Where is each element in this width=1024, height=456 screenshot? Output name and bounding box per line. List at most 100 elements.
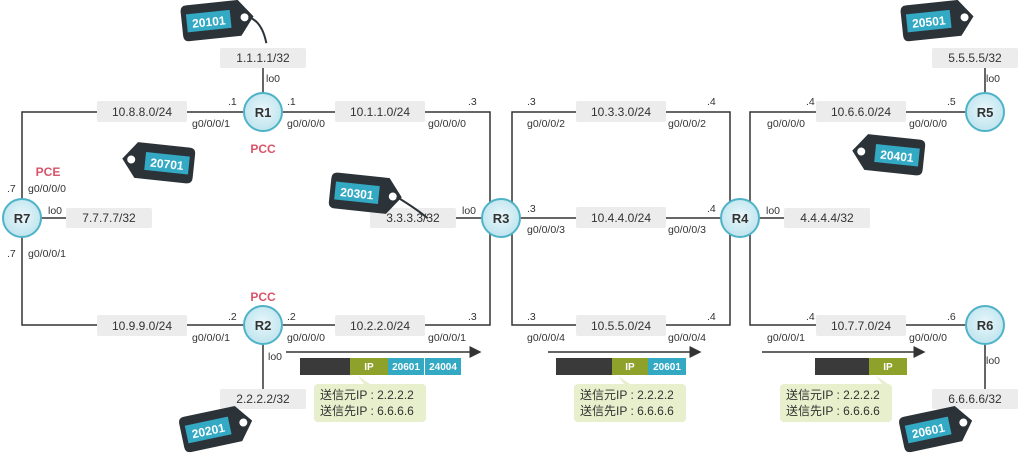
if-r3-mid: g0/0/0/3 [527, 224, 565, 236]
packet-3-ip: IP [883, 362, 893, 373]
packet-2-ip: IP [625, 362, 635, 373]
lo0-r6: lo0 [986, 355, 1000, 367]
if-r4-bottom-left: g0/0/0/4 [668, 332, 706, 344]
sid-tag-r2: 20201 [179, 405, 253, 453]
router-r3: R3 [481, 198, 521, 238]
host-r3-top-left: .3 [468, 96, 477, 108]
router-r2-name: R2 [255, 318, 272, 333]
loopback-r5: 5.5.5.5/32 [948, 51, 1002, 65]
role-r7: PCE [36, 165, 61, 179]
link-r2-r3 [263, 218, 491, 326]
host-r2-left: .2 [228, 311, 237, 323]
router-r6-name: R6 [977, 318, 994, 333]
router-r7-name: R7 [14, 211, 31, 226]
host-r2-right: .2 [287, 311, 296, 323]
note-2: 送信元IP : 2.2.2.2 送信先IP : 6.6.6.6 [574, 376, 686, 422]
role-labels: PCC PCC PCE [36, 142, 276, 304]
router-r2: R2 [243, 305, 283, 345]
router-r3-name: R3 [493, 211, 510, 226]
if-r7-top: g0/0/0/0 [28, 183, 66, 195]
host-r7-top: .7 [7, 183, 16, 195]
router-r4-name: R4 [732, 211, 749, 226]
router-r7: R7 [2, 198, 42, 238]
sid-r2: 20201 [191, 421, 227, 442]
router-r6: R6 [965, 305, 1005, 345]
note-1: 送信元IP : 2.2.2.2 送信先IP : 6.6.6.6 [314, 376, 426, 422]
lo0-r4: lo0 [766, 205, 780, 217]
loopback-r7: 7.7.7.7/32 [82, 211, 136, 225]
host-r4-bottom-left: .4 [707, 311, 716, 323]
if-r4-bottom-right: g0/0/0/1 [767, 332, 805, 344]
packet-1-label-1: 24004 [429, 362, 457, 373]
sid-tag-r4: 20401 [852, 134, 926, 176]
note-3-src: 送信元IP : 2.2.2.2 [786, 387, 880, 402]
lo0-r5: lo0 [986, 73, 1000, 85]
router-r5: R5 [965, 92, 1005, 132]
host-r6: .6 [947, 311, 956, 323]
packet-1: IP 20601 24004 [300, 358, 461, 375]
packet-1-ip: IP [364, 362, 374, 373]
if-r4-top-left: g0/0/0/2 [668, 118, 706, 130]
host-r7-bottom: .7 [7, 248, 16, 260]
host-r3-top-right: .3 [527, 96, 536, 108]
if-r2-left: g0/0/0/1 [192, 332, 230, 344]
note-2-dst: 送信先IP : 6.6.6.6 [580, 403, 674, 418]
net-r4-r6: 10.7.7.0/24 [831, 319, 891, 333]
if-r3-top-left: g0/0/0/0 [428, 118, 466, 130]
net-r1-r3: 10.1.1.0/24 [350, 105, 410, 119]
if-r1-right: g0/0/0/0 [287, 118, 325, 130]
if-r2-right: g0/0/0/0 [287, 332, 325, 344]
net-r2-r3: 10.2.2.0/24 [350, 319, 410, 333]
sid-r3: 20301 [340, 185, 375, 202]
packet-2-label-0: 20601 [653, 362, 681, 373]
net-r7-r1: 10.8.8.0/24 [112, 105, 172, 119]
note-1-src: 送信元IP : 2.2.2.2 [320, 387, 414, 402]
sid-r1: 20101 [192, 13, 227, 30]
note-1-dst: 送信先IP : 6.6.6.6 [320, 403, 414, 418]
lo0-r3: lo0 [462, 205, 476, 217]
if-r4-top-right: g0/0/0/0 [767, 118, 805, 130]
loopback-r2: 2.2.2.2/32 [236, 392, 290, 406]
packet-2: IP 20601 [556, 358, 686, 375]
host-r5: .5 [947, 96, 956, 108]
sid-r4: 20401 [880, 148, 915, 165]
interface-labels: g0/0/0/0 g0/0/0/1 g0/0/0/1 g0/0/0/0 g0/0… [28, 118, 947, 344]
router-r5-name: R5 [977, 105, 994, 120]
sid-r5: 20501 [912, 13, 947, 30]
host-r4-mid: .4 [707, 203, 716, 215]
loopback-labels: 1.1.1.1/32 2.2.2.2/32 3.3.3.3/32 4.4.4.4… [66, 48, 1018, 409]
if-r3-top-right: g0/0/0/2 [527, 118, 565, 130]
host-labels: .7 .7 .1 .1 .2 .2 .3 .3 .3 .3 .3 .4 .4 .… [7, 96, 956, 323]
router-r4: R4 [720, 198, 760, 238]
host-r4-bottom-right: .4 [806, 311, 815, 323]
sid-tag-r3: 20301 [328, 172, 429, 220]
sid-tag-r5: 20501 [900, 0, 974, 42]
note-3-dst: 送信先IP : 6.6.6.6 [786, 403, 880, 418]
link-r4-r6 [749, 218, 985, 326]
note-3: 送信元IP : 2.2.2.2 送信先IP : 6.6.6.6 [780, 376, 892, 422]
packet-3: IP [815, 358, 907, 375]
router-r1: R1 [243, 92, 283, 132]
if-r3-bottom-right: g0/0/0/4 [527, 332, 565, 344]
host-r1-left: .1 [228, 96, 237, 108]
routers: R1 R2 R3 R4 R5 R6 R7 [2, 92, 1005, 345]
sid-r6: 20601 [911, 421, 947, 442]
packet-flows: IP 20601 24004 IP 20601 IP [286, 346, 926, 375]
sid-tag-r6: 20601 [899, 405, 973, 453]
if-r3-bottom-left: g0/0/0/1 [428, 332, 466, 344]
host-r3-bottom-left: .3 [468, 311, 477, 323]
host-r4-top-right: .4 [806, 96, 815, 108]
role-r2: PCC [250, 290, 276, 304]
role-r1: PCC [250, 142, 276, 156]
sid-tag-r1: 20101 [180, 0, 268, 44]
network-labels: 10.8.8.0/24 10.9.9.0/24 10.1.1.0/24 10.2… [97, 101, 906, 336]
if-r7-bottom: g0/0/0/1 [28, 248, 66, 260]
net-r4-r5: 10.6.6.0/24 [831, 105, 891, 119]
loopback-r3: 3.3.3.3/32 [386, 211, 440, 225]
sid-tag-r7: 20701 [122, 142, 196, 184]
lo0-labels: lo0 lo0 lo0 lo0 lo0 lo0 lo0 [48, 73, 1000, 367]
lo0-r1: lo0 [266, 73, 280, 85]
if-r4-mid: g0/0/0/3 [668, 224, 706, 236]
net-r3-r4-top: 10.3.3.0/24 [591, 105, 651, 119]
